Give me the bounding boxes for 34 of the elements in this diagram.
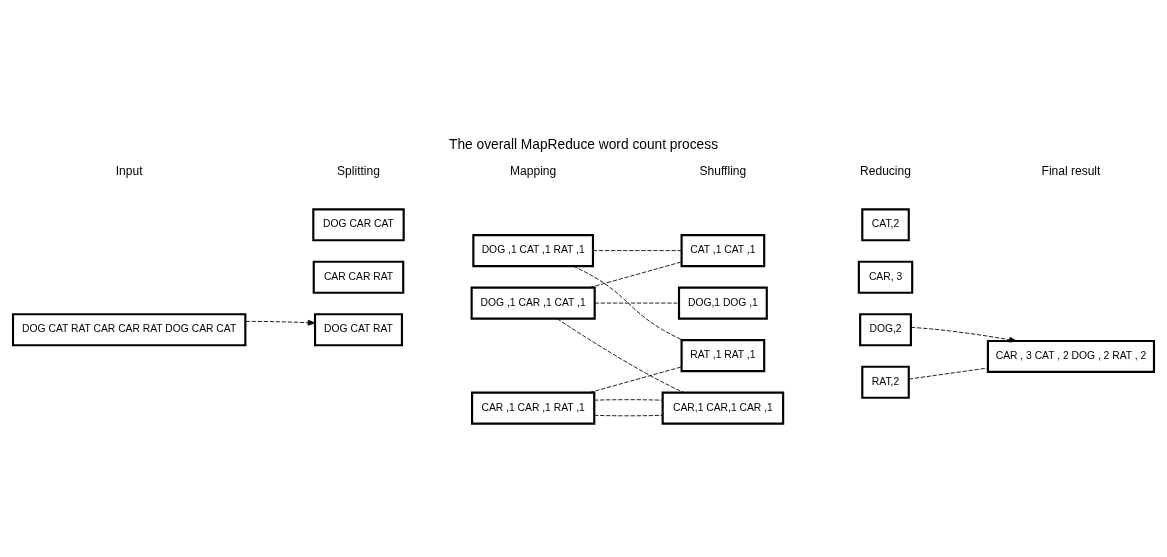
- node-box: CAT ,1 CAT ,1: [680, 233, 766, 267]
- diagram-title: The overall MapReduce word count process: [448, 136, 719, 152]
- connector: [589, 261, 682, 288]
- node-box: CAR , 3 CAT , 2 DOG , 2 RAT , 2: [986, 339, 1156, 373]
- connector: [593, 398, 663, 401]
- connector: [592, 249, 682, 251]
- node-box: DOG CAR CAT: [312, 207, 405, 241]
- label: Splitting: [337, 163, 380, 178]
- node-box: CAR CAR RAT: [312, 260, 405, 294]
- label: Input: [115, 163, 143, 178]
- node-box: CAR ,1 CAR ,1 RAT ,1: [471, 391, 596, 425]
- node-box: CAR, 3: [857, 260, 914, 294]
- node-box: DOG ,1 CAR ,1 CAT ,1: [470, 286, 596, 320]
- connector: [589, 366, 682, 393]
- node-box: DOG CAT RAT: [313, 312, 403, 346]
- connector: [593, 414, 663, 416]
- label: Final result: [1041, 163, 1101, 178]
- node-box: CAR,1 CAR,1 CAR ,1: [661, 391, 785, 425]
- node-box: DOG ,1 CAT ,1 RAT ,1: [472, 233, 595, 267]
- connector: [594, 302, 680, 303]
- connector: [572, 265, 683, 340]
- label: Reducing: [860, 163, 911, 178]
- node-box: RAT,2: [861, 365, 910, 399]
- label: Mapping: [510, 163, 557, 178]
- node-box: CAT,2: [861, 207, 910, 241]
- node-box: DOG,1 DOG ,1: [677, 286, 768, 320]
- node-box: RAT ,1 RAT ,1: [680, 338, 766, 372]
- node-box: DOG,2: [859, 312, 912, 346]
- connector: [556, 317, 685, 393]
- arrow: [245, 319, 316, 326]
- label: Shuffling: [699, 163, 747, 178]
- connector: [908, 367, 989, 379]
- node-box: DOG CAT RAT CAR CAR RAT DOG CAR CAT: [11, 312, 247, 346]
- arrow: [910, 326, 1017, 343]
